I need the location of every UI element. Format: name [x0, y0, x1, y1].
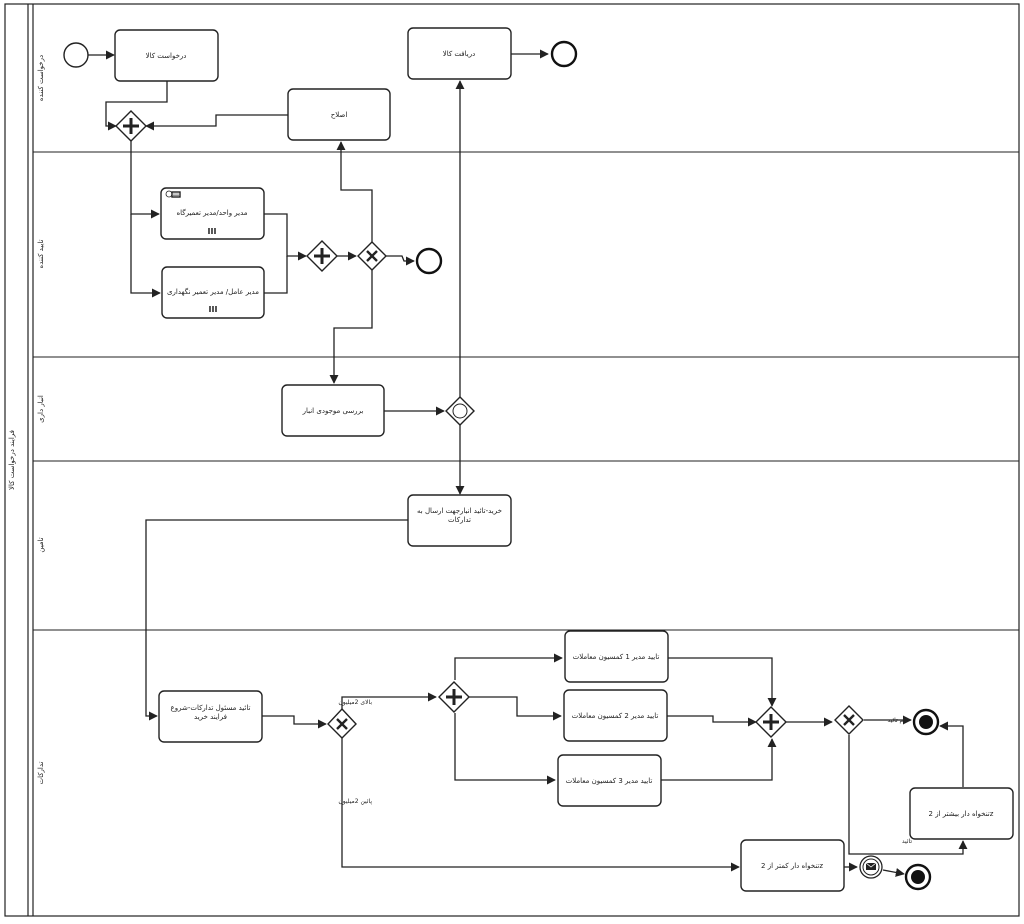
task-correction: اصلاح: [287, 88, 391, 141]
end-event-under-2z: [904, 863, 932, 891]
parallel-gateway-approvers: [306, 240, 338, 272]
lane-label-requester: درخواست کننده: [37, 55, 45, 101]
task-over-2z: تنخواه دار بیشتر از 2z: [909, 787, 1014, 840]
tasks: درخواست کالا دریافت کالا اصلاح مدیر واحد…: [114, 27, 1014, 892]
multi-instance-marker: III: [208, 227, 217, 236]
task-label: تنخواه دار بیشتر از 2z: [929, 810, 994, 818]
flow-label-above-2m: بالای 2میلیون: [338, 699, 372, 706]
lane-label-warehouse: انبار داری: [37, 395, 45, 423]
task-label: تایید مدیر 3 کمسیون معاملات: [566, 777, 653, 785]
flow-label-approved: تائید: [902, 838, 912, 845]
event-gateway-warehouse: [445, 396, 475, 426]
task-label: اصلاح: [331, 111, 348, 119]
task-label: خرید-تائید انبارجهت ارسال به تدارکات: [417, 507, 502, 524]
sequence-flows: [88, 49, 968, 877]
parallel-gateway-join-managers: [755, 706, 787, 738]
start-event: [63, 42, 89, 68]
task-approve-manager-2: تایید مدیر 2 کمسیون معاملات: [563, 689, 668, 742]
task-receive-goods: دریافت کالا: [407, 27, 512, 80]
task-ceo-maintenance: مدیر عامل/ مدیر تعمیر نگهداری III: [161, 266, 265, 319]
flow-labels: بالای 2میلیون پائین 2میلیون عدم تائید تا…: [338, 699, 912, 845]
task-approve-manager-1: تایید مدیر 1 کمسیون معاملات: [564, 630, 669, 683]
exclusive-gateway-amount: [327, 707, 357, 739]
flow-label-not-approved: عدم تائید: [888, 717, 910, 724]
pool-label: فرایند درخواست کالا: [8, 430, 16, 490]
task-label: دریافت کالا: [443, 50, 475, 58]
task-label: تایید مدیر 1 کمسیون معاملات: [573, 653, 660, 661]
task-under-2z: تنخواه دار کمتر از 2z: [740, 839, 845, 892]
parallel-gateway-split-managers: [438, 681, 470, 713]
exclusive-gateway-final: [834, 705, 864, 735]
task-check-stock: بررسی موجودی انبار: [281, 384, 385, 437]
pool: فرایند درخواست کالا: [4, 3, 1020, 917]
lane-label-purchase: تامین: [37, 537, 45, 552]
multi-instance-marker: III: [209, 305, 218, 314]
end-event-receive: [550, 40, 578, 68]
task-label: تائید مسئول تدارکات-شروع فرایند خرید: [170, 704, 251, 721]
lane-label-trading: تدارکات: [37, 761, 45, 784]
task-approve-manager-3: تایید مدیر 3 کمسیون معاملات: [557, 754, 662, 807]
message-event: [859, 855, 883, 879]
task-label: تنخواه دار کمتر از 2z: [761, 862, 823, 870]
envelope-icon: [865, 862, 877, 870]
end-event-not-approved: [912, 708, 940, 736]
lane-label-approver: تایید کننده: [37, 239, 45, 268]
task-unit-manager: مدیر واحد/مدیر تعمیرگاه III: [160, 187, 265, 240]
flow-label-below-2m: پائین 2میلیون: [338, 798, 372, 805]
user-task-icon: [165, 190, 181, 198]
parallel-gateway-merge-top: [115, 110, 147, 142]
task-label: درخواست کالا: [146, 52, 187, 60]
task-purchase-approve: خرید-تائید انبارجهت ارسال به تدارکات: [407, 494, 512, 547]
task-logistics-approve: تائید مسئول تدارکات-شروع فرایند خرید: [158, 690, 263, 743]
task-label: بررسی موجودی انبار: [302, 407, 364, 415]
exclusive-gateway-approvers: [357, 241, 387, 271]
end-event-rejected: [415, 247, 443, 275]
task-label: تایید مدیر 2 کمسیون معاملات: [572, 712, 659, 720]
task-label: مدیر واحد/مدیر تعمیرگاه: [176, 208, 247, 217]
events: [63, 40, 940, 891]
lanes: درخواست کننده تایید کننده انبار داری تام…: [33, 55, 1019, 785]
gateways: [115, 110, 864, 739]
task-label: مدیر عامل/ مدیر تعمیر نگهداری: [167, 287, 259, 296]
task-request-goods: درخواست کالا: [114, 29, 219, 82]
